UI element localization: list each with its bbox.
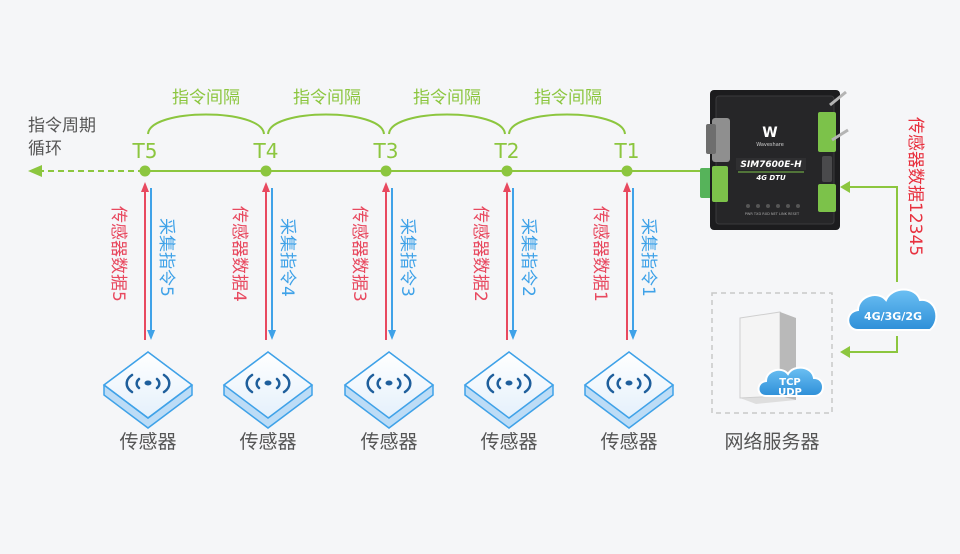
- data-label-3: 传感器数据3: [349, 206, 369, 302]
- point-dot-t2: [501, 165, 513, 177]
- server-frame: [711, 292, 833, 414]
- brand-name: Waveshare: [756, 142, 784, 148]
- sensor-device-3: [343, 351, 435, 429]
- cmd-label-3: 采集指令3: [397, 218, 417, 297]
- sensor-column-3: 传感器数据3 采集指令3: [349, 182, 417, 340]
- server-name: 网络服务器: [724, 431, 819, 453]
- data-label-1: 传感器数据1: [590, 206, 610, 302]
- port-labels: PWR TXD RXD NET LINK RESET: [745, 212, 800, 216]
- sensor-name-1: 传感器: [600, 431, 657, 453]
- point-dot-t3: [380, 165, 392, 177]
- interval-label-1: 指令间隔: [172, 88, 240, 108]
- sensor-column-4: 传感器数据4 采集指令4: [229, 182, 297, 340]
- data-label-2: 传感器数据2: [470, 206, 490, 302]
- network-link: 传感器数据12345 4G/3G/2G: [840, 117, 938, 358]
- uplink-label: 传感器数据12345: [905, 117, 925, 256]
- sensor-device-5: [102, 351, 194, 429]
- cmd-label-4: 采集指令4: [277, 218, 297, 297]
- interval-arc-4: [508, 113, 626, 135]
- data-label-4: 传感器数据4: [229, 206, 249, 302]
- cycle-label-line2: 循环: [28, 139, 62, 159]
- server: TCP UDP 网络服务器: [711, 292, 833, 453]
- sensor-device-2: [463, 351, 555, 429]
- protocol-udp: UDP: [778, 387, 802, 398]
- interval-arcs: 指令间隔 指令间隔 指令间隔 指令间隔: [147, 88, 626, 135]
- cmd-label-5: 采集指令5: [156, 218, 176, 297]
- interval-arc-1: [147, 113, 265, 135]
- point-label-t3: T3: [373, 139, 399, 163]
- sensor-device-1: [583, 351, 675, 429]
- sensor-name-4: 传感器: [239, 431, 296, 453]
- point-label-t1: T1: [614, 139, 640, 163]
- device-model: SIM7600E-H: [740, 160, 802, 170]
- sensor-name-2: 传感器: [480, 431, 537, 453]
- timeline-arrowhead: [28, 165, 42, 177]
- interval-arc-3: [388, 113, 506, 135]
- status-leds: [746, 204, 800, 208]
- cloud-label: 4G/3G/2G: [864, 310, 922, 323]
- cloud-icon: [847, 288, 938, 331]
- cmd-label-1: 采集指令1: [638, 218, 658, 297]
- point-dot-t1: [621, 165, 633, 177]
- protocol-tcp: TCP: [779, 377, 801, 388]
- sensor-column-5: 传感器数据5 采集指令5: [108, 182, 176, 340]
- interval-label-2: 指令间隔: [293, 88, 361, 108]
- sensor-name-5: 传感器: [119, 431, 176, 453]
- sensor-column-1: 传感器数据1 采集指令1: [590, 182, 658, 340]
- point-label-t4: T4: [253, 139, 279, 163]
- cmd-label-2: 采集指令2: [518, 218, 538, 297]
- sensor-names: 传感器 传感器 传感器 传感器 传感器: [119, 431, 657, 453]
- timeline: 指令周期 循环: [28, 116, 702, 177]
- wireless-icon: [486, 373, 532, 394]
- interval-label-3: 指令间隔: [413, 88, 481, 108]
- point-label-t2: T2: [494, 139, 520, 163]
- point-label-t5: T5: [132, 139, 158, 163]
- sensor-device-4: [222, 351, 314, 429]
- interval-arc-2: [267, 113, 385, 135]
- point-dot-t5: [139, 165, 151, 177]
- data-label-5: 传感器数据5: [108, 206, 128, 302]
- point-dot-t4: [260, 165, 272, 177]
- protocol-cloud-icon: [757, 366, 824, 397]
- time-points: T5 T4 T3 T2 T1: [132, 139, 640, 177]
- brand-logo: W: [762, 125, 777, 141]
- interval-label-4: 指令间隔: [534, 88, 602, 108]
- sensor-name-3: 传感器: [360, 431, 417, 453]
- sensor-column-2: 传感器数据2 采集指令2: [470, 182, 538, 340]
- device-subtitle: 4G DTU: [756, 174, 786, 182]
- cycle-label-line1: 指令周期: [28, 116, 96, 136]
- dtu-device: W Waveshare SIM7600E-H 4G DTU PWR TXD RX…: [700, 90, 849, 230]
